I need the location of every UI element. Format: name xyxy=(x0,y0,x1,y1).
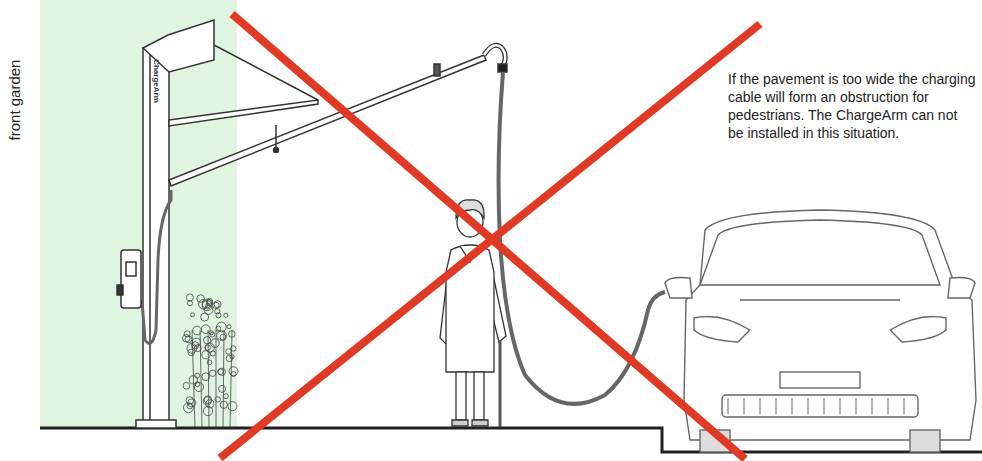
front-garden-area xyxy=(40,0,237,430)
note-text: If the pavement is too wide the charging… xyxy=(728,70,976,142)
electric-car xyxy=(665,210,976,452)
brand-label: ChargeArm xyxy=(151,53,161,109)
red-cross xyxy=(232,14,745,459)
region-label: front garden xyxy=(5,45,25,155)
grille xyxy=(728,398,904,414)
red-cross xyxy=(220,24,760,458)
bush xyxy=(183,294,238,428)
